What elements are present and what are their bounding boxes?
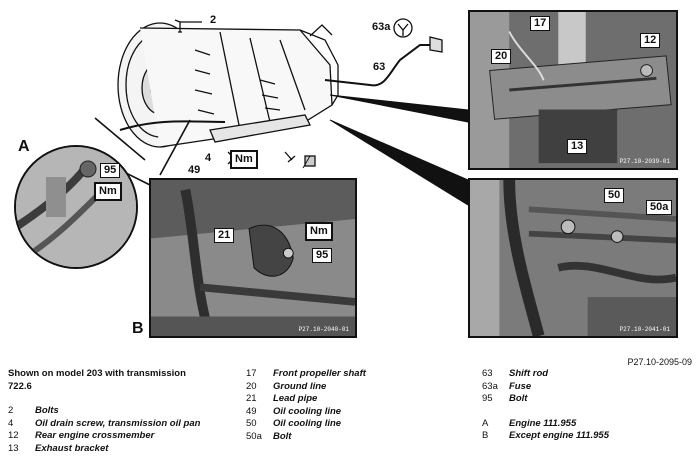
callout-50: 50 bbox=[604, 188, 625, 203]
legend-text: Rear engine crossmember bbox=[35, 430, 155, 442]
legend-row: 20 Ground line bbox=[246, 381, 366, 394]
legend-text: Lead pipe bbox=[273, 393, 318, 405]
legend-row: 95 Bolt bbox=[482, 393, 609, 406]
figure-id: P27.10-2095-09 bbox=[627, 357, 692, 367]
legend-column-2: 17 Front propeller shaft 20 Ground line 21… bbox=[246, 368, 366, 444]
detail-a-label: A bbox=[18, 138, 30, 155]
callout-49: 49 bbox=[188, 164, 201, 176]
legend-row: 13 Exhaust bracket bbox=[8, 443, 200, 456]
legend-row: 21 Lead pipe bbox=[246, 393, 366, 406]
callout-21: 21 bbox=[214, 228, 235, 243]
callout-12: 12 bbox=[640, 33, 661, 48]
legend-note: Shown on model 203 with transmission 722… bbox=[8, 368, 186, 392]
callout-95-photo-b: 95 bbox=[312, 248, 333, 263]
legend-column-3: 63 Shift rod 63a Fuse 95 Bolt A Engine 111.9… bbox=[482, 368, 609, 443]
legend-row: 50 Oil cooling line bbox=[246, 418, 366, 431]
legend-row: 12 Rear engine crossmember bbox=[8, 430, 200, 443]
legend-text: Oil cooling line bbox=[273, 418, 342, 430]
legend-num: A bbox=[482, 417, 489, 429]
legend-num: 63a bbox=[482, 380, 498, 392]
legend-num: 12 bbox=[8, 430, 19, 442]
callout-50a: 50a bbox=[646, 200, 673, 215]
legend-row: 2 Bolts bbox=[8, 405, 200, 418]
legend-num: 4 bbox=[8, 417, 14, 429]
torque-symbol-detail-a: Nm bbox=[94, 182, 122, 201]
legend-num: 21 bbox=[246, 393, 257, 405]
legend-text: Exhaust bracket bbox=[35, 442, 109, 454]
legend-num: 49 bbox=[246, 405, 257, 417]
legend-row: 63a Fuse bbox=[482, 381, 609, 394]
legend-num: 50 bbox=[246, 418, 257, 430]
legend-text: Shift rod bbox=[509, 368, 549, 379]
legend-num: 63 bbox=[482, 368, 493, 379]
legend-text: Oil drain screw, transmission oil pan bbox=[35, 417, 201, 429]
callout-20: 20 bbox=[491, 49, 512, 64]
photo-id-bottom-right: P27.10-2041-01 bbox=[619, 326, 670, 333]
legend-num: 13 bbox=[8, 442, 19, 454]
legend-row: 63 Shift rod bbox=[482, 368, 609, 381]
callout-95-detail-a: 95 bbox=[100, 163, 121, 178]
legend-row: 49 Oil cooling line bbox=[246, 406, 366, 419]
legend-column-1: Shown on model 203 with transmission 722… bbox=[8, 368, 200, 456]
legend-text: Oil cooling line bbox=[273, 405, 342, 417]
legend-num: 2 bbox=[8, 405, 14, 417]
photo-oil-cooling-lines: P27.10-2041-01 bbox=[468, 178, 678, 338]
legend-row: B Except engine 111.955 bbox=[482, 430, 609, 443]
legend-num: 20 bbox=[246, 380, 257, 392]
callout-63a: 63a bbox=[372, 21, 391, 33]
legend-num: 50a bbox=[246, 430, 262, 442]
callout-63: 63 bbox=[373, 61, 386, 73]
legend-text: Ground line bbox=[273, 380, 327, 392]
torque-symbol-main: Nm bbox=[230, 150, 258, 169]
legend-row: A Engine 111.955 bbox=[482, 418, 609, 431]
legend-text: Engine 111.955 bbox=[509, 417, 577, 429]
photo-id-top-right: P27.10-2039-01 bbox=[619, 158, 670, 165]
legend-row: 17 Front propeller shaft bbox=[246, 368, 366, 381]
detail-b-label: B bbox=[132, 320, 144, 337]
transmission-drawing bbox=[117, 18, 443, 169]
legend-text: Fuse bbox=[509, 380, 532, 392]
callout-13: 13 bbox=[567, 139, 588, 154]
legend-text: Bolt bbox=[273, 430, 292, 442]
legend-num: 17 bbox=[246, 368, 257, 379]
legend-row: 4 Oil drain screw, transmission oil pan bbox=[8, 418, 200, 431]
legend-text: Bolt bbox=[509, 393, 528, 405]
callout-4: 4 bbox=[205, 152, 212, 164]
legend-text: Front propeller shaft bbox=[273, 368, 366, 379]
legend-num: B bbox=[482, 430, 489, 442]
callout-17: 17 bbox=[530, 16, 551, 31]
photo-id-bottom-left: P27.10-2040-01 bbox=[298, 326, 349, 333]
legend-row: 50a Bolt bbox=[246, 431, 366, 444]
legend-num: 95 bbox=[482, 393, 493, 405]
torque-symbol-photo-b: Nm bbox=[305, 222, 333, 241]
callout-2: 2 bbox=[210, 14, 217, 26]
legend-text: Except engine 111.955 bbox=[509, 430, 609, 442]
legend-text: Bolts bbox=[35, 405, 59, 417]
